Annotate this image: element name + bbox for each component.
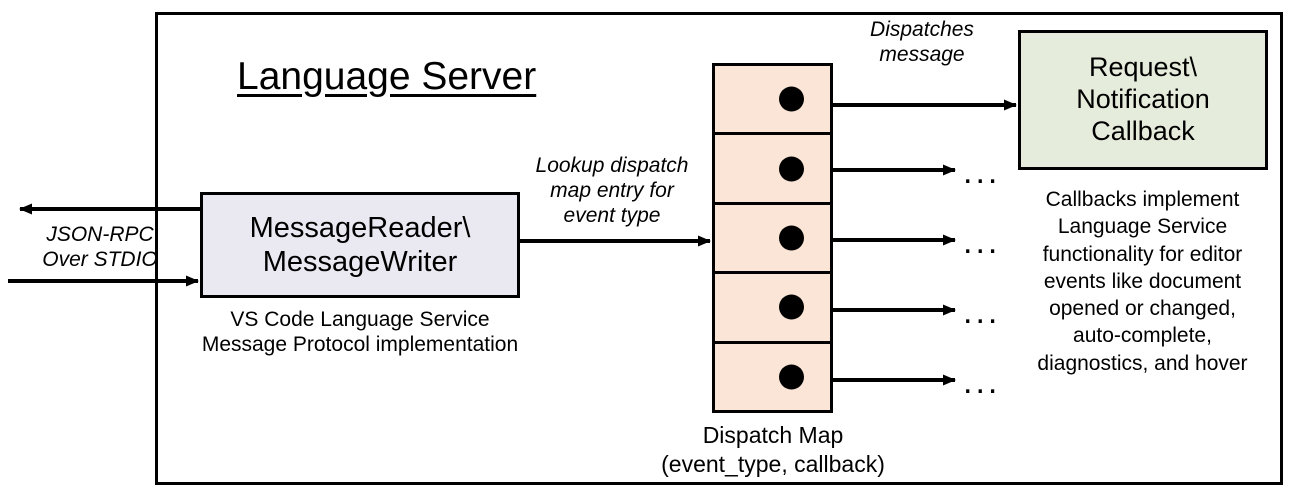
callback-line2: Notification (1076, 84, 1210, 115)
edge-label-jsonrpc: JSON-RPC Over STDIO (42, 223, 158, 272)
callback-line1: Request\ (1088, 52, 1198, 83)
dispatch-map-entry-3[interactable] (712, 201, 833, 275)
callback-caption: Callbacks implement Language Service fun… (1037, 188, 1248, 375)
dispatch-entry-dot-icon (779, 225, 804, 251)
edge-label-dispatches: Dispatches message (870, 18, 974, 67)
dispatch-entry-dot-icon (779, 86, 804, 112)
dispatch-map-caption-line2: (event_type, callback) (661, 451, 885, 477)
message-io-caption: VS Code Language Service Message Protoco… (201, 308, 519, 357)
dispatch-map-entry-4[interactable] (712, 271, 833, 344)
ellipsis-4: ... (963, 363, 1001, 401)
dispatch-map-caption-line1: Dispatch Map (702, 422, 844, 448)
dispatch-map-entry-5[interactable] (712, 340, 833, 414)
dispatch-entry-dot-icon (779, 364, 804, 390)
dispatch-entry-dot-icon (779, 294, 804, 320)
edge-label-lookup: Lookup dispatch map entry for event type (535, 154, 689, 228)
request-notification-callback-box[interactable]: Request\ Notification Callback (1018, 30, 1268, 170)
ellipsis-3: ... (963, 293, 1001, 331)
dispatch-map-entry-2[interactable] (712, 132, 833, 205)
message-reader-writer-line2: MessageWriter (262, 246, 458, 278)
message-reader-writer-box[interactable]: MessageReader\ MessageWriter (200, 192, 520, 298)
message-reader-writer-line1: MessageReader\ (249, 211, 471, 244)
callback-line3: Callback (1091, 115, 1195, 146)
page-title: Language Server (237, 55, 537, 98)
language-server-boundary (155, 12, 1283, 485)
dispatch-map-entry-1[interactable] (712, 63, 833, 136)
ellipsis-2: ... (963, 223, 1001, 261)
ellipsis-1: ... (963, 153, 1001, 191)
dispatch-entry-dot-icon (779, 156, 804, 182)
dispatch-map-column[interactable] (712, 63, 833, 414)
